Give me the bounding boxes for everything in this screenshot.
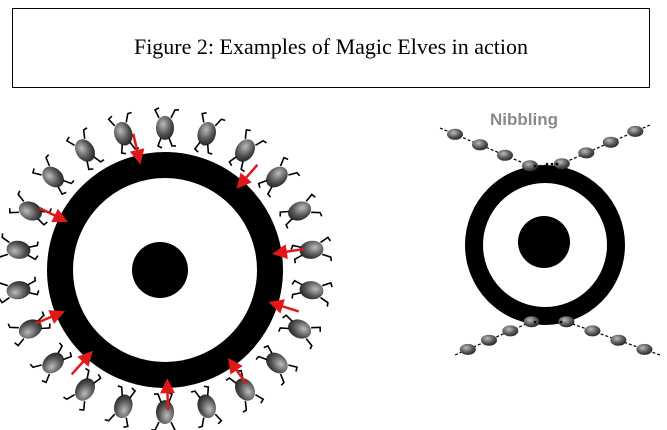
elf-figure-icon bbox=[228, 129, 267, 173]
elf-figure-icon bbox=[193, 112, 226, 155]
left-core bbox=[132, 242, 188, 298]
elf-figure-icon bbox=[65, 127, 105, 171]
elf-figure-icon bbox=[153, 107, 179, 149]
elf-chain-icon bbox=[545, 124, 651, 174]
figure-caption-box: Figure 2: Examples of Magic Elves in act… bbox=[12, 8, 650, 88]
elf-figure-icon bbox=[279, 193, 323, 229]
left-ring-group bbox=[47, 152, 283, 388]
right-elf-chains bbox=[439, 124, 661, 356]
red-arrow-icon bbox=[160, 378, 176, 411]
red-arrow-icon bbox=[35, 310, 65, 325]
elf-figure-icon bbox=[31, 154, 75, 196]
nibbling-label: Nibbling bbox=[490, 110, 558, 129]
right-core bbox=[518, 216, 570, 268]
elf-figure-icon bbox=[257, 156, 301, 198]
left-arrows bbox=[35, 133, 304, 411]
left-elves bbox=[0, 107, 333, 430]
elf-chain-icon bbox=[454, 312, 547, 356]
elf-figure-icon bbox=[277, 314, 322, 350]
red-arrow-icon bbox=[38, 206, 68, 223]
red-arrow-icon bbox=[268, 299, 300, 314]
elf-chain-icon bbox=[549, 312, 661, 356]
red-arrow-icon bbox=[129, 133, 145, 165]
elf-figure-icon bbox=[0, 276, 40, 304]
elf-figure-icon bbox=[8, 190, 53, 226]
elf-figure-icon bbox=[190, 385, 223, 429]
elf-figure-icon bbox=[63, 367, 102, 411]
elf-figure-icon bbox=[225, 369, 265, 413]
right-ring-group bbox=[465, 165, 625, 325]
figure-caption: Figure 2: Examples of Magic Elves in act… bbox=[133, 34, 529, 59]
elf-figure-icon bbox=[0, 233, 39, 261]
red-arrow-icon bbox=[236, 163, 259, 189]
elf-figure-icon bbox=[7, 311, 51, 347]
red-arrow-icon bbox=[70, 350, 93, 376]
elf-figure-icon bbox=[255, 344, 299, 386]
elf-figure-icon bbox=[104, 385, 137, 428]
elf-figure-icon bbox=[29, 342, 73, 384]
elf-figure-icon bbox=[291, 279, 333, 307]
red-arrow-icon bbox=[227, 358, 248, 385]
red-arrow-icon bbox=[271, 244, 304, 260]
elf-figure-icon bbox=[290, 236, 333, 264]
elf-chain-icon bbox=[439, 127, 547, 176]
elf-figure-icon bbox=[151, 391, 176, 430]
